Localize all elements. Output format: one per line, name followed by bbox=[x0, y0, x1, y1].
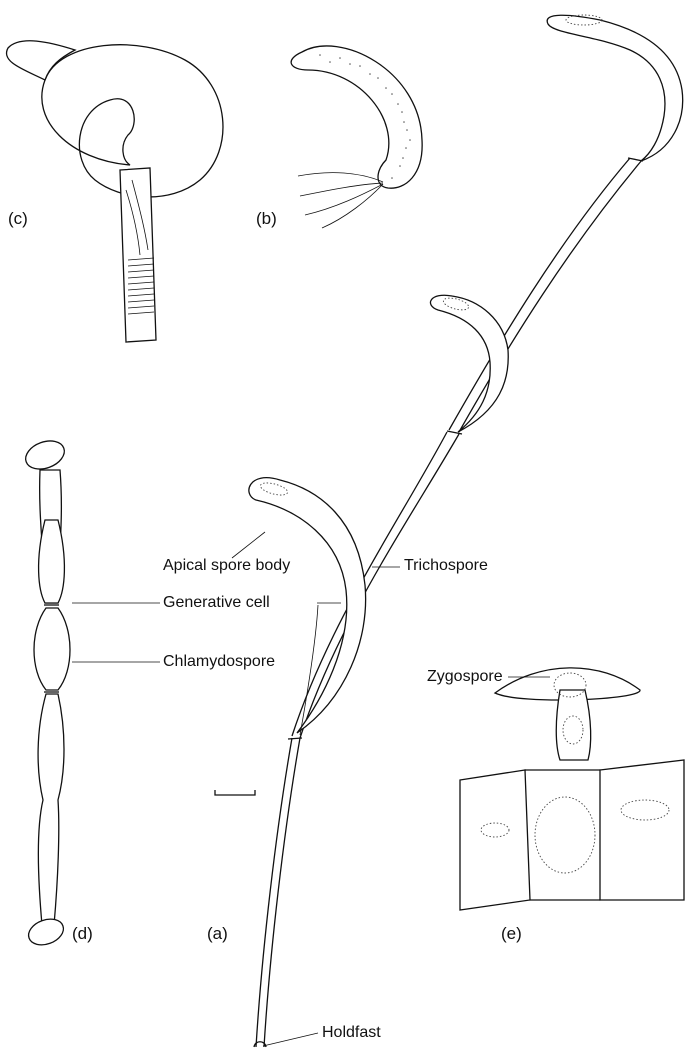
panel-label-a: (a) bbox=[207, 925, 228, 942]
label-zygospore: Zygospore bbox=[427, 669, 503, 685]
d-generative-cell bbox=[39, 520, 65, 603]
panel-label-c: (c) bbox=[8, 210, 28, 227]
trichospore-c bbox=[6, 41, 222, 342]
appendages-b bbox=[298, 173, 383, 228]
stalk-lower bbox=[256, 738, 292, 1047]
e-neck bbox=[556, 690, 590, 760]
d-bottom-knob bbox=[25, 915, 67, 950]
leader-apical-spore-body bbox=[232, 532, 265, 558]
panel-label-b: (b) bbox=[256, 210, 277, 227]
trichospore-top bbox=[547, 15, 682, 161]
label-apical-spore-body: Apical spore body bbox=[163, 558, 290, 574]
conjugation-e bbox=[460, 668, 684, 910]
trichospore-b bbox=[291, 46, 422, 228]
d-lower-cell bbox=[38, 694, 64, 925]
d-top-knob bbox=[22, 436, 68, 474]
stalk-upper bbox=[449, 158, 630, 430]
label-generative-cell: Generative cell bbox=[163, 595, 270, 611]
panel-label-d: (d) bbox=[72, 925, 93, 942]
thallus-d bbox=[22, 436, 70, 949]
leader-holdfast bbox=[263, 1033, 318, 1046]
e-right-arm bbox=[600, 760, 684, 900]
trichospore-middle bbox=[430, 295, 508, 432]
d-chlamydospore bbox=[34, 608, 70, 690]
e-left-arm bbox=[460, 770, 530, 910]
label-holdfast: Holdfast bbox=[322, 1025, 381, 1041]
label-trichospore: Trichospore bbox=[404, 558, 488, 574]
spore-b-outline bbox=[291, 46, 422, 188]
label-chlamydospore: Chlamydospore bbox=[163, 654, 275, 670]
scale-bar bbox=[215, 790, 255, 795]
e-central-cell bbox=[522, 770, 606, 900]
stalk-c bbox=[120, 168, 156, 342]
panel-label-e: (e) bbox=[501, 925, 522, 942]
